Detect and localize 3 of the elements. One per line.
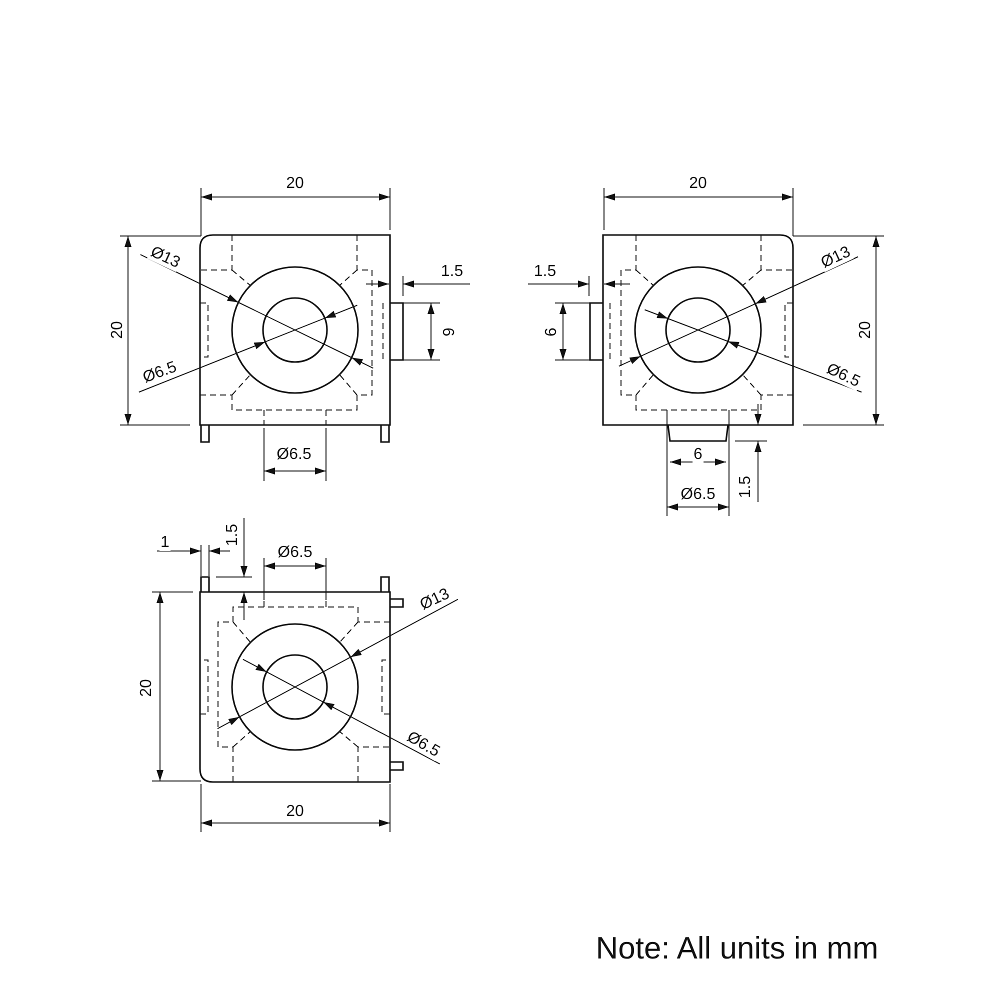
dimension-label: Ø6.5 <box>823 361 863 391</box>
dimension-label: 6 <box>692 447 704 463</box>
dimension-label: 1 <box>160 535 170 551</box>
